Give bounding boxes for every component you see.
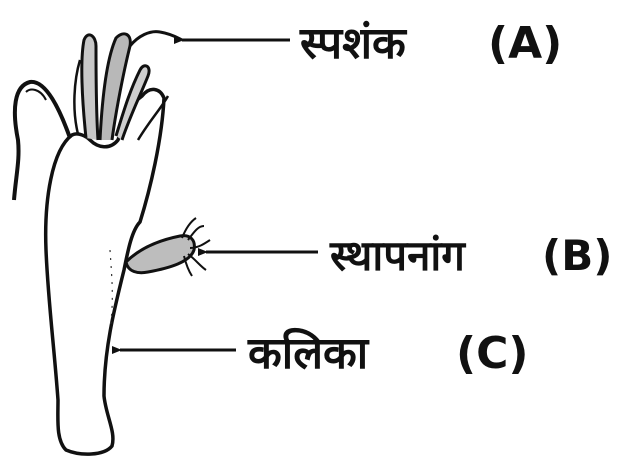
label-a-text: स्पशंक <box>299 18 408 69</box>
label-c-tag: (C) <box>456 328 529 379</box>
label-a-tag: (A) <box>488 18 562 69</box>
tentacles <box>14 32 182 200</box>
pointer-arrows <box>120 40 318 350</box>
label-b-tag: (B) <box>542 231 612 280</box>
label-c-text: कलिका <box>247 327 370 379</box>
bud <box>126 218 210 276</box>
label-b-text: स्थापनांग <box>329 231 466 280</box>
